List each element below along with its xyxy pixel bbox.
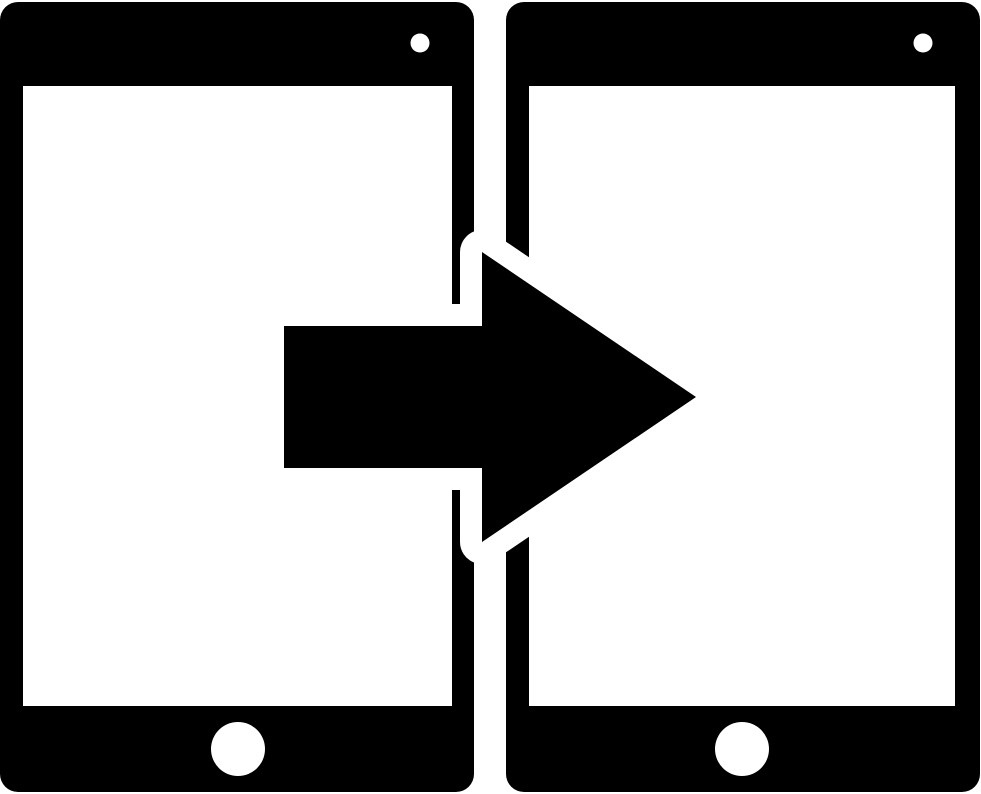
- destination-tablet-camera: [913, 33, 933, 53]
- source-tablet-home-button: [211, 722, 265, 776]
- transfer-arrow-icon: [262, 230, 718, 564]
- source-tablet-camera: [410, 33, 430, 53]
- destination-tablet-home-button: [715, 722, 769, 776]
- transfer-arrow: [284, 252, 696, 542]
